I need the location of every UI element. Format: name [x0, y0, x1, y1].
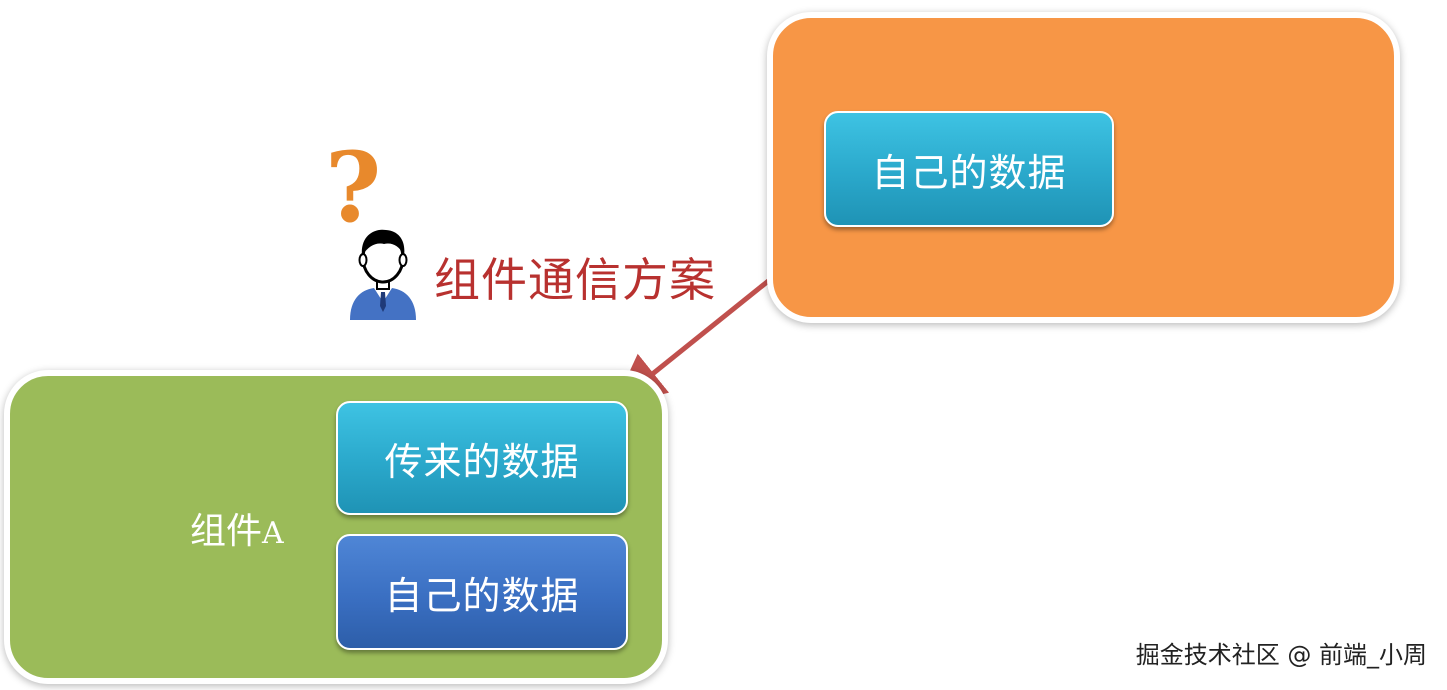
component-a-received-data-box: 传来的数据 — [336, 401, 628, 515]
component-a-own-data-box: 自己的数据 — [336, 534, 628, 650]
watermark-text: 掘金技术社区 @ 前端_小周 — [1135, 641, 1427, 669]
component-b-panel: B 自己的数据 — [767, 12, 1400, 323]
component-a-label: 组件A — [190, 502, 284, 554]
person-icon — [350, 229, 416, 320]
component-a-label-cjk: 组件 — [190, 511, 263, 552]
component-a-label-latin: A — [262, 516, 284, 551]
component-b-own-data-box: 自己的数据 — [824, 111, 1114, 227]
component-a-panel: 组件A 传来的数据 自己的数据 — [4, 370, 668, 684]
question-mark-icon: ? — [325, 131, 382, 244]
diagram-title: 组件通信方案 — [434, 253, 716, 307]
